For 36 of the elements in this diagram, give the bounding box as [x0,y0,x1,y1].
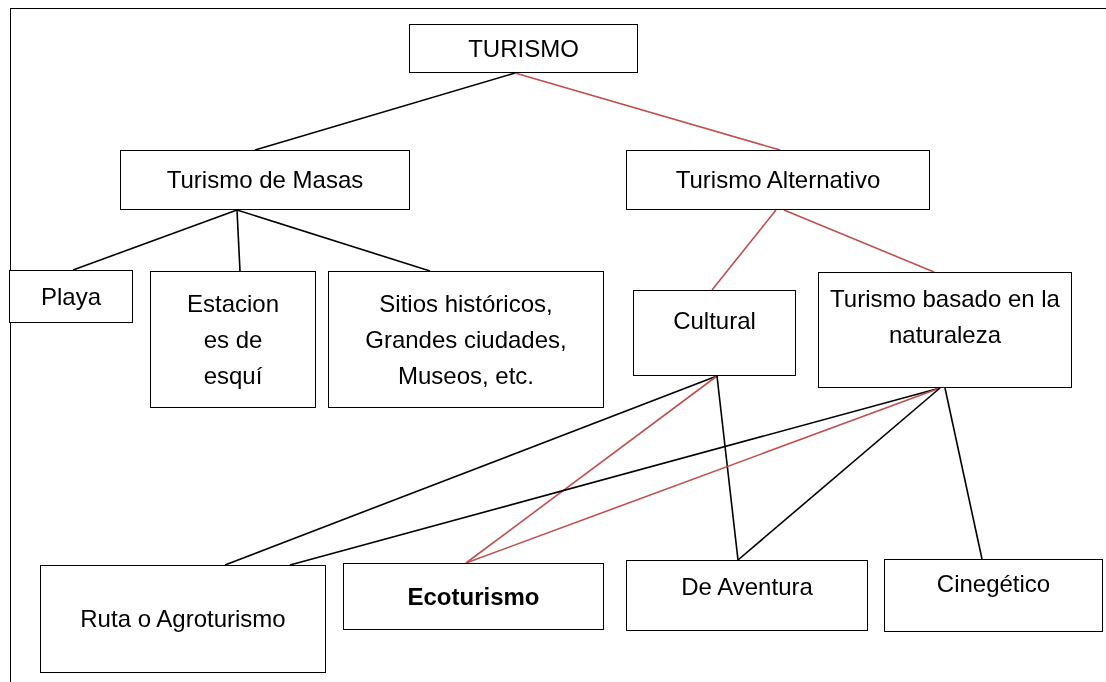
node-label: Ecoturismo [407,581,540,612]
connector-line [716,375,739,561]
connector-line [514,72,781,151]
node-label: De Aventura [681,572,813,602]
connector-line [944,387,983,560]
text-box [818,272,1072,388]
text-box [150,271,316,408]
node-label: Turismo de Masas [166,165,364,195]
text-box [633,290,796,376]
connector-line [465,387,941,564]
connector-line [783,209,935,273]
text-box [409,24,638,73]
text-box [120,150,410,210]
text-box [40,565,326,673]
node-label: Cultural [673,306,756,336]
connector-line [465,375,718,564]
node-label: Cinegético [936,569,1051,599]
node-label: Ruta o Agroturismo [80,604,286,634]
node-label: Playa [40,281,101,312]
connector-line [236,209,431,272]
node-label: Estacion es de esquí [185,288,281,391]
connector-line [72,209,238,271]
node-label: Turismo Alternativo [675,165,881,195]
connector-line [236,209,241,272]
text-box [343,563,604,630]
node-label: TURISMO [468,33,579,64]
connector-line [711,209,777,291]
text-box [9,270,133,323]
text-box [884,559,1103,632]
connector-line [254,72,516,151]
connector-line [737,387,941,561]
node-label: Turismo basado en la naturaleza [829,284,1061,350]
node-label: Sitios históricos, Grandes ciudades, Museos, etc. [364,288,568,391]
text-box [626,150,930,210]
text-box [626,560,868,631]
text-box [328,271,604,408]
